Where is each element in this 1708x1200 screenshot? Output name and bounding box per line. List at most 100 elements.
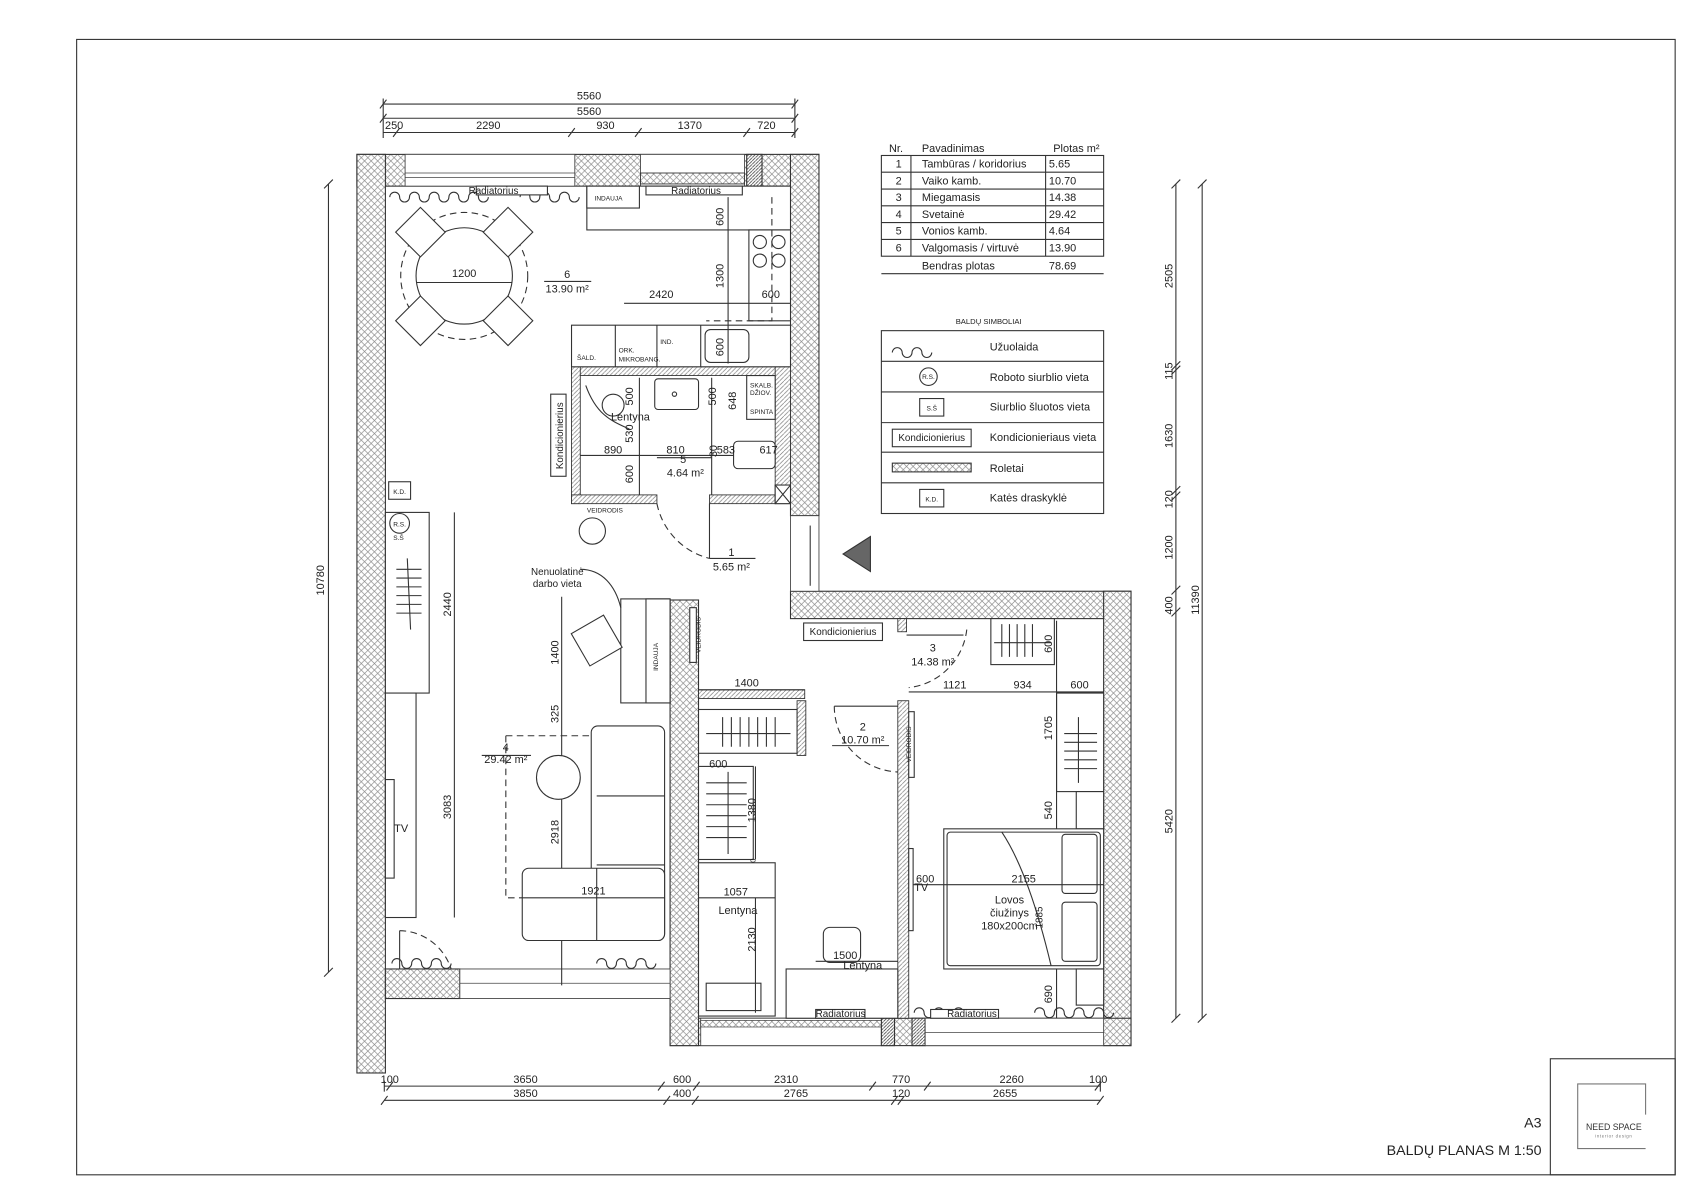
svg-text:530: 530	[624, 424, 636, 442]
svg-text:3850: 3850	[513, 1088, 537, 1100]
dishwasher-label: IND.	[660, 339, 673, 346]
svg-text:1705: 1705	[1043, 716, 1055, 740]
table-cell-name: Miegamasis	[922, 192, 981, 204]
svg-text:5560: 5560	[577, 91, 601, 103]
svg-text:2765: 2765	[784, 1088, 808, 1100]
tv	[384, 779, 395, 879]
svg-text:690: 690	[1043, 985, 1055, 1003]
svg-text:934: 934	[1013, 680, 1031, 692]
svg-text:3083: 3083	[442, 795, 454, 819]
svg-text:10780: 10780	[315, 565, 327, 595]
chair	[482, 206, 534, 258]
ac-symbol-icon	[891, 428, 972, 448]
svg-text:600: 600	[762, 289, 780, 301]
svg-text:600: 600	[916, 873, 934, 885]
entrance-door[interactable]	[790, 515, 871, 592]
washer-dryer-closet	[746, 375, 776, 420]
table-cell-area: 13.90	[1049, 242, 1076, 254]
bathroom: Lentyna SKALB. DŽIOV. SPINTA 500 530 890…	[550, 375, 792, 545]
table-cell-nr: 2	[896, 175, 902, 187]
curtain	[1034, 1007, 1115, 1019]
svg-text:2440: 2440	[442, 592, 454, 616]
radiator	[930, 1008, 1000, 1019]
svg-text:Lentyna: Lentyna	[718, 905, 758, 917]
svg-text:600: 600	[673, 1074, 691, 1086]
svg-text:BALDŲ SIMBOLIAI: BALDŲ SIMBOLIAI	[956, 317, 1022, 326]
svg-text:1400: 1400	[549, 640, 561, 664]
svg-text:540: 540	[1043, 801, 1055, 819]
svg-text:K.D.: K.D.	[925, 496, 938, 503]
radiator	[815, 1008, 866, 1019]
table-cell-name: Tambūras / koridorius	[922, 159, 1027, 171]
window	[404, 153, 576, 187]
walls	[356, 153, 1132, 1074]
svg-text:250: 250	[385, 120, 403, 132]
need-space-logo: NEED SPACE interior design	[1577, 1083, 1647, 1150]
svg-text:14.38 m²: 14.38 m²	[911, 657, 955, 669]
svg-text:1630: 1630	[1164, 424, 1176, 448]
svg-text:Roletai: Roletai	[990, 463, 1024, 475]
svg-text:3: 3	[930, 642, 936, 654]
dining-table: 1200	[394, 206, 534, 347]
mirror-label: VEIDRODIS	[696, 616, 703, 653]
svg-text:5560: 5560	[577, 106, 601, 118]
svg-text:Kondicionierius: Kondicionierius	[810, 627, 877, 638]
svg-text:R.S.: R.S.	[393, 522, 406, 529]
svg-text:600: 600	[1043, 635, 1055, 653]
toilet	[601, 393, 625, 417]
svg-text:29.42 m²: 29.42 m²	[484, 754, 528, 766]
wardrobe	[697, 708, 798, 754]
sofa	[521, 725, 666, 942]
svg-text:5: 5	[680, 454, 686, 466]
svg-text:interior design: interior design	[1595, 1134, 1632, 1139]
svg-text:400: 400	[1164, 596, 1176, 614]
svg-text:1380: 1380	[746, 798, 758, 822]
chair	[394, 295, 446, 347]
wardrobe	[697, 765, 754, 861]
radiator-label: Radiatorius	[816, 1009, 866, 1020]
svg-text:Užuolaida: Užuolaida	[990, 341, 1040, 353]
svg-text:770: 770	[892, 1074, 910, 1086]
shelf-label: Lentyna	[611, 411, 651, 423]
svg-text:K.D.: K.D.	[393, 489, 406, 496]
table-cell-name: Svetainė	[922, 209, 965, 221]
indauja-cabinet	[586, 185, 640, 209]
curtain-symbol-icon	[891, 347, 933, 358]
column	[880, 1017, 896, 1047]
svg-text:2505: 2505	[1164, 264, 1176, 288]
entrance-arrow-icon	[842, 535, 871, 573]
table-cell-nr: 6	[896, 242, 902, 254]
cat-scratcher-symbol-icon	[919, 488, 945, 508]
living-room: K.D. R.S. S.Š TV 2440 3083 INDAUJA Nenuo…	[384, 481, 671, 986]
svg-text:600: 600	[709, 759, 727, 771]
radiator-label: Radiatorius	[947, 1009, 997, 1020]
svg-text:1121: 1121	[943, 680, 967, 692]
svg-text:5.65 m²: 5.65 m²	[713, 561, 750, 573]
svg-text:930: 930	[596, 120, 614, 132]
table-cell-area: 29.42	[1049, 209, 1076, 221]
oven-label: ORK.	[619, 348, 635, 355]
room-number: 6	[564, 269, 570, 281]
radiator	[475, 185, 548, 196]
desk-chair	[570, 614, 623, 667]
svg-text:1200: 1200	[1164, 535, 1176, 559]
svg-text:1200: 1200	[452, 268, 476, 280]
svg-text:S.Š: S.Š	[393, 533, 404, 542]
table-header: Nr.	[889, 143, 903, 155]
svg-text:SKALB.: SKALB.	[750, 383, 773, 390]
svg-text:2: 2	[860, 721, 866, 733]
microwave-label: MIKROBANG.	[619, 356, 661, 363]
svg-text:Lovos: Lovos	[995, 894, 1025, 906]
svg-text:2655: 2655	[993, 1088, 1017, 1100]
window	[924, 1017, 1105, 1047]
table-header: Plotas m²	[1053, 143, 1100, 155]
svg-text:1370: 1370	[678, 120, 702, 132]
title-block: A3 BALDŲ PLANAS M 1:50 NEED SPACE interi…	[1387, 1058, 1676, 1176]
hall: 1 5.65 m² Kondicionierius	[656, 503, 884, 642]
svg-text:120: 120	[892, 1088, 910, 1100]
svg-text:2918: 2918	[549, 820, 561, 844]
curtain	[596, 958, 657, 969]
svg-text:Katės draskyklė: Katės draskyklė	[990, 492, 1067, 504]
svg-text:500: 500	[624, 387, 636, 405]
